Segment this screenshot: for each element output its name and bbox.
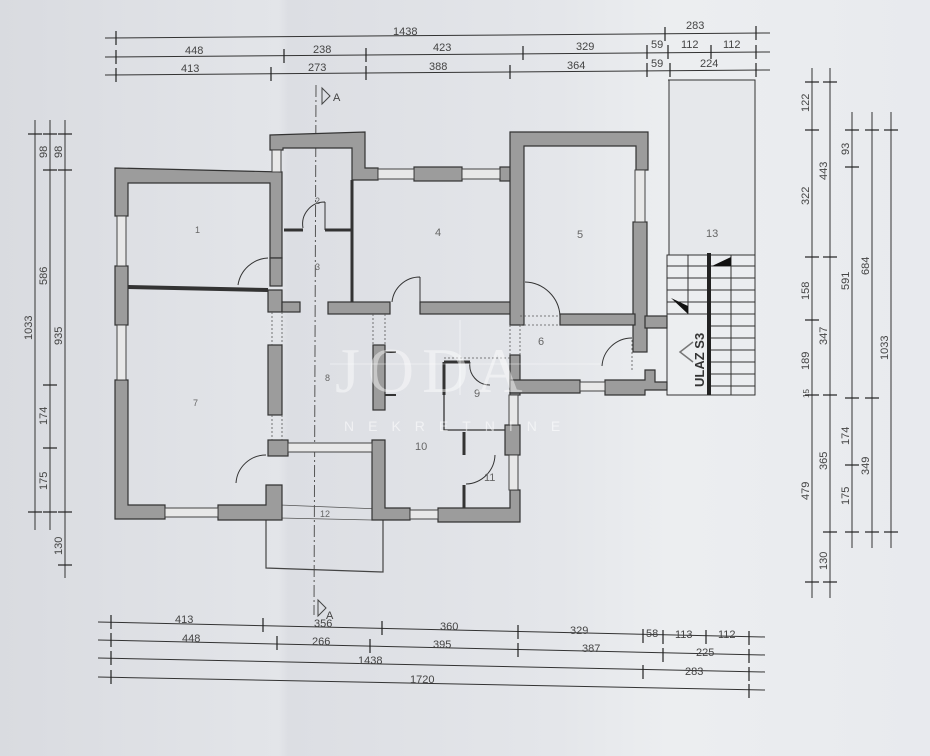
dim-text: 238 <box>313 44 331 56</box>
room-2-label: 2 <box>315 196 320 206</box>
stairs-area: 13 ULAZ S3 <box>666 79 756 396</box>
room-8-label: 8 <box>325 373 330 383</box>
dim-text: 98 <box>38 146 50 158</box>
dim-text: 448 <box>185 45 203 57</box>
dim-text: 174 <box>840 427 852 445</box>
dim-text: 158 <box>800 282 812 300</box>
room-labels: 1 2 3 4 5 6 7 8 9 10 11 <box>193 196 583 484</box>
dim-text: 591 <box>840 272 852 290</box>
dim-text: 93 <box>840 143 852 155</box>
dim-top-total: 1438 <box>393 26 417 38</box>
dim-text: 387 <box>582 643 600 655</box>
dim-text: 448 <box>182 633 200 645</box>
dim-text: 586 <box>38 267 50 285</box>
room-9-label: 9 <box>474 388 480 400</box>
dim-text: 395 <box>433 639 451 651</box>
section-mark-bottom: A <box>326 610 334 622</box>
dim-text: 130 <box>818 552 830 570</box>
dim-text: 273 <box>308 62 326 74</box>
entrance-label: ULAZ S3 <box>692 333 707 387</box>
dim-text: 443 <box>818 162 830 180</box>
section-line-a: A A <box>313 84 341 622</box>
top-dimensions: 1438 283 448 238 423 329 59 112 112 413 … <box>104 20 771 82</box>
dim-text: 175 <box>38 472 50 490</box>
terrace-area: 12 <box>265 504 384 573</box>
room-1-label: 1 <box>195 225 200 235</box>
section-mark-top: A <box>333 92 341 104</box>
dim-text: 684 <box>860 257 872 275</box>
dim-text: 1033 <box>23 316 35 340</box>
dim-text: 175 <box>840 487 852 505</box>
dim-text: 329 <box>576 41 594 53</box>
dim-text: 15 <box>802 389 811 398</box>
bottom-dimensions: 413 356 360 329 58 113 112 448 266 395 3… <box>97 614 766 698</box>
dim-text: 58 <box>646 628 658 640</box>
watermark-logo: JODA <box>335 335 531 406</box>
watermark: JODA NEKRETNINE <box>330 320 600 434</box>
room-3-label: 3 <box>315 262 320 272</box>
left-dimensions: 1033 98 586 174 175 98 935 130 <box>23 120 72 578</box>
dim-text: 413 <box>181 63 199 75</box>
dim-text: 365 <box>818 452 830 470</box>
right-dimensions: 122 322 158 189 15 479 443 347 365 130 9… <box>800 68 898 598</box>
dim-text: 113 <box>675 629 693 641</box>
room-11-label: 11 <box>484 472 495 484</box>
dim-text: 1438 <box>358 655 382 667</box>
room-12-label: 12 <box>320 509 330 519</box>
dim-text: 479 <box>800 482 812 500</box>
dim-text: 356 <box>314 618 332 630</box>
dim-top-283: 283 <box>686 20 704 32</box>
dim-text: 423 <box>433 42 451 54</box>
room-13-label: 13 <box>706 228 718 240</box>
dim-text: 59 <box>651 39 663 51</box>
dim-text: 224 <box>700 58 718 70</box>
dim-text: 283 <box>685 666 703 678</box>
room-5-label: 5 <box>577 229 583 241</box>
dim-text: 130 <box>53 537 65 555</box>
dim-text: 225 <box>696 647 714 659</box>
dim-text: 388 <box>429 61 447 73</box>
dim-text: 329 <box>570 625 588 637</box>
dim-text: 189 <box>800 352 812 370</box>
dim-text: 322 <box>800 187 812 205</box>
dim-text: 59 <box>651 58 663 70</box>
dim-text: 112 <box>718 629 736 641</box>
windows <box>116 149 646 520</box>
dim-text: 112 <box>681 39 699 51</box>
dim-text: 266 <box>312 636 330 648</box>
threshold-lines <box>271 312 633 440</box>
dim-text: 112 <box>723 39 741 51</box>
room-10-label: 10 <box>415 441 427 453</box>
dim-text: 349 <box>860 457 872 475</box>
dim-text: 1033 <box>879 336 891 360</box>
watermark-subtitle: NEKRETNINE <box>344 418 574 434</box>
dim-text: 935 <box>53 327 65 345</box>
walls <box>114 131 668 523</box>
dim-text: 413 <box>175 614 193 626</box>
dim-text: 360 <box>440 621 458 633</box>
dim-text: 364 <box>567 60 585 72</box>
dim-text: 122 <box>800 94 812 112</box>
dim-text: 98 <box>53 146 65 158</box>
dim-text: 174 <box>38 407 50 425</box>
dim-text: 347 <box>818 327 830 345</box>
dim-text: 1720 <box>410 674 434 686</box>
doors <box>235 201 633 485</box>
room-4-label: 4 <box>435 227 441 239</box>
room-6-label: 6 <box>538 336 544 348</box>
room-7-label: 7 <box>193 398 198 408</box>
